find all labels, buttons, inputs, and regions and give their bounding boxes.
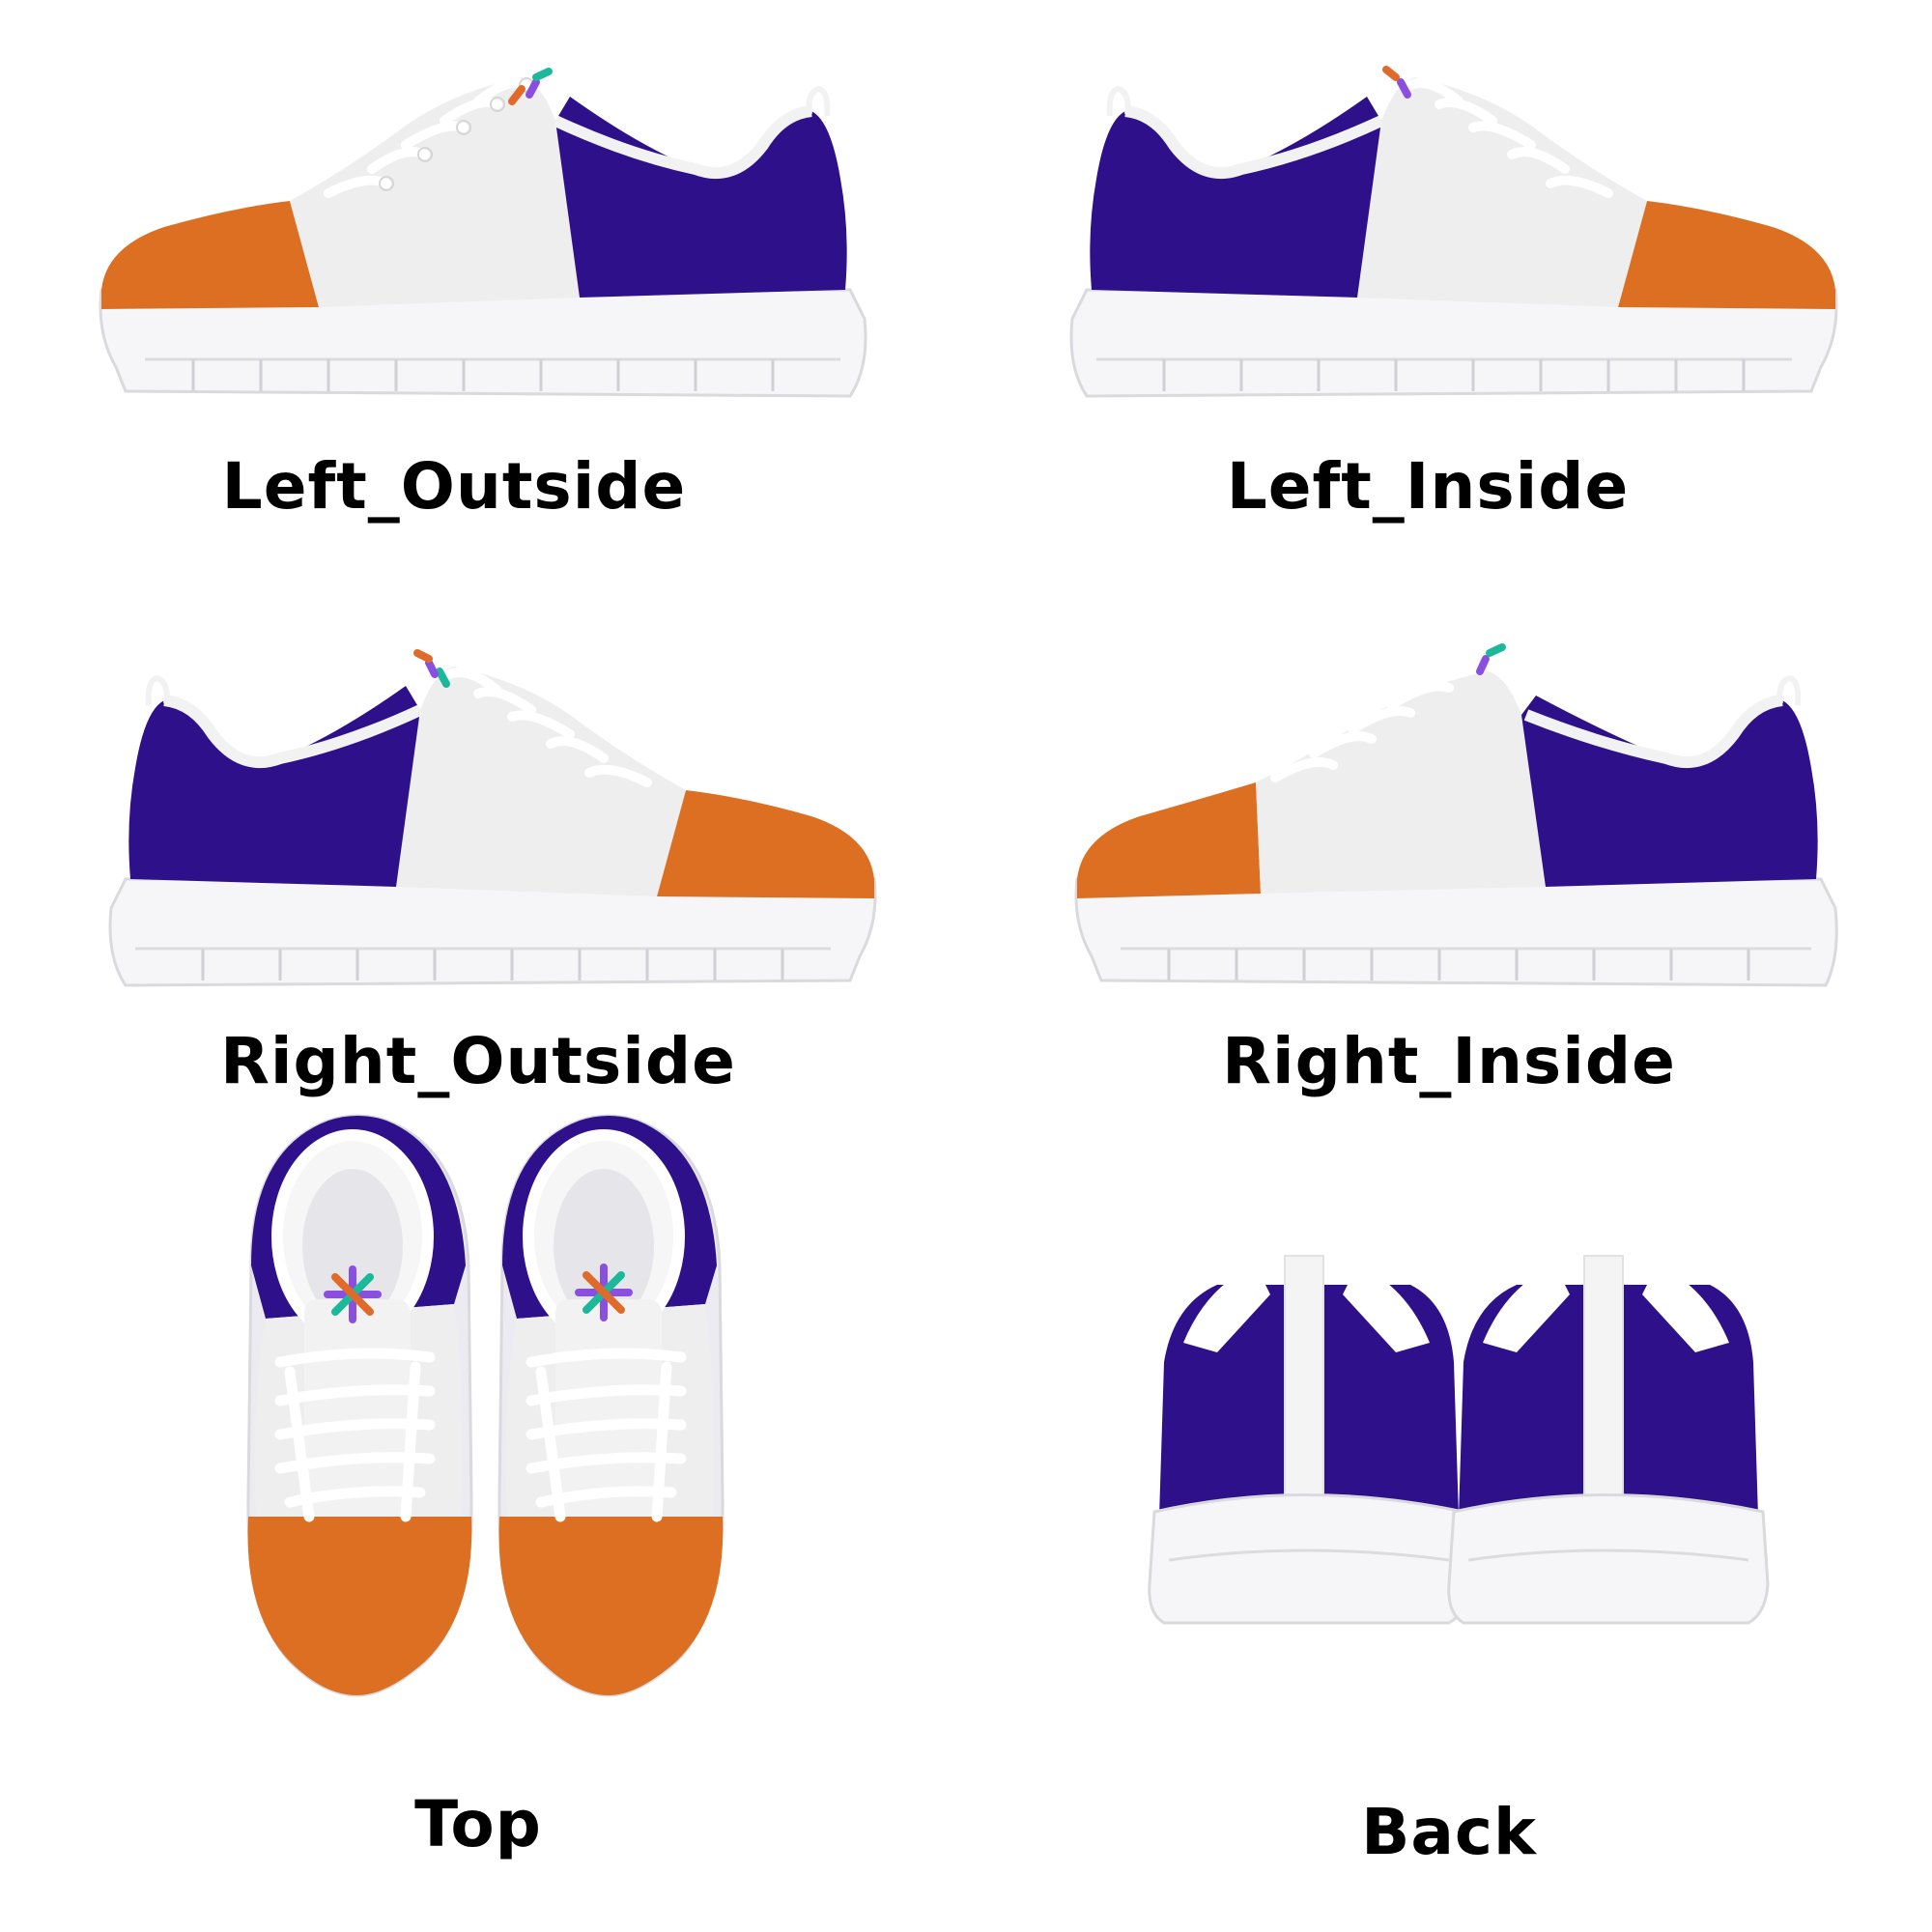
logo-icon [508,68,553,105]
view-label: Right_Outside [220,1024,736,1098]
view-label: Left_Inside [1226,449,1630,524]
view-label: Top [414,1787,542,1861]
view-label: Back [1361,1795,1537,1869]
view-label: Left_Outside [221,449,687,524]
back-shoe-left [1148,1254,1470,1625]
back-shoe-right [1447,1254,1770,1625]
view-label: Right_Inside [1222,1024,1676,1098]
